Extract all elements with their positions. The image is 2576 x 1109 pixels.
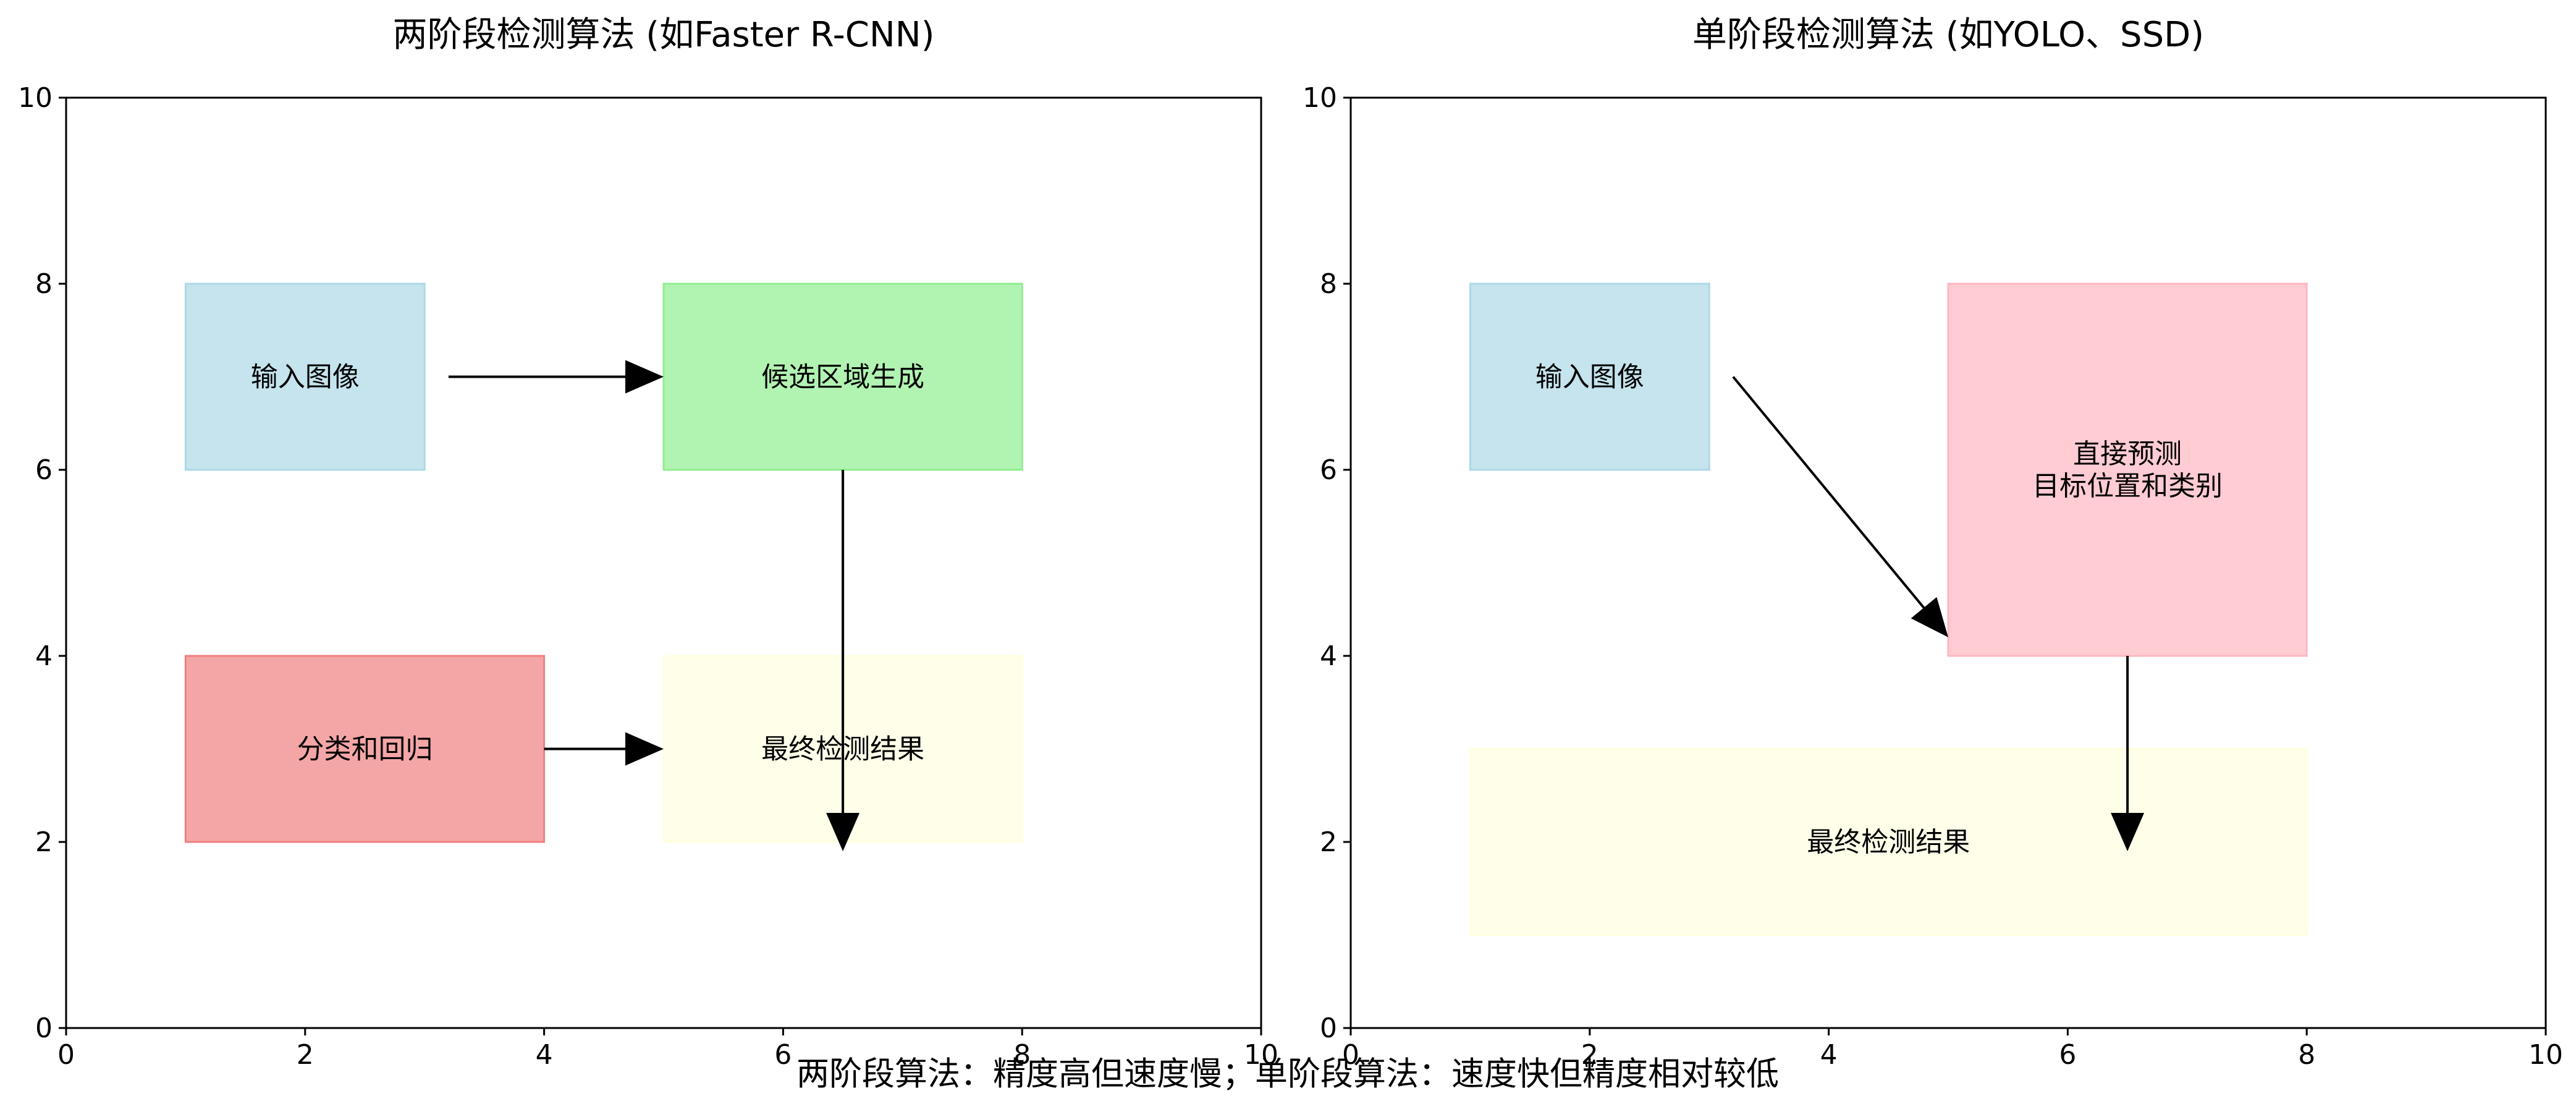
panel-1-box-1-label: 输入图像 xyxy=(251,362,360,393)
panel-2-y-tick-label: 0 xyxy=(1320,1013,1337,1044)
panel-2-box-3-label: 最终检测结果 xyxy=(1807,826,1970,858)
panel-1-axes-frame xyxy=(65,96,1262,1029)
panel-2-y-tick-label: 10 xyxy=(1303,82,1337,114)
panel-2-x-tick-label: 6 xyxy=(2059,1039,2076,1071)
panel-2-y-tick-label: 6 xyxy=(1320,454,1337,486)
panel-2-box-2-label: 直接预测 xyxy=(2073,438,2182,470)
panel-1-title: 两阶段检测算法 (如Faster R-CNN) xyxy=(392,15,934,55)
panel-2-box-3 xyxy=(1469,748,2308,936)
panel-1-y-tick-label: 8 xyxy=(35,268,53,300)
panel-1-box-3-label: 分类和回归 xyxy=(297,734,433,765)
panel-2-x-tick-label: 0 xyxy=(1342,1039,1359,1071)
panel-1-y-tick-label: 2 xyxy=(35,826,53,858)
axes-layer xyxy=(59,96,2547,1035)
panel-2-title: 单阶段检测算法 (如YOLO、SSD) xyxy=(1692,15,2204,55)
panel-2-arrow-1-head xyxy=(1911,597,1948,637)
panel-1-box-3 xyxy=(184,655,546,843)
panel-2-x-tick-label: 2 xyxy=(1581,1039,1598,1071)
panel-2-box-1 xyxy=(1469,283,1710,471)
panel-2-y-tick-label: 8 xyxy=(1320,268,1337,300)
panel-1-y-tick-label: 4 xyxy=(35,640,53,672)
panel-2-box-1-label: 输入图像 xyxy=(1535,362,1644,393)
panel-1-arrow-3-head xyxy=(625,732,664,766)
panel-2-box-2 xyxy=(1947,283,2308,657)
panel-2-x-tick-label: 8 xyxy=(2298,1039,2315,1071)
panel-2-arrow-2-head xyxy=(2111,813,2145,852)
panel-1-x-tick-label: 0 xyxy=(57,1039,75,1071)
panel-1-box-4-label: 最终检测结果 xyxy=(761,734,924,765)
panel-2-x-tick-label: 10 xyxy=(2528,1039,2563,1071)
panel-2-box-2-label: 目标位置和类别 xyxy=(2032,470,2223,502)
panel-1-x-tick-label: 8 xyxy=(1013,1039,1031,1071)
panel-2-axes-frame xyxy=(1349,96,2547,1029)
panel-1-y-tick-label: 6 xyxy=(35,454,53,486)
panel-1-box-2-label: 候选区域生成 xyxy=(761,362,924,393)
panel-1-x-tick-label: 10 xyxy=(1244,1039,1278,1071)
panel-1-y-tick-label: 10 xyxy=(18,82,53,114)
boxes-layer xyxy=(184,283,2308,936)
panel-2-y-tick-label: 2 xyxy=(1320,826,1337,858)
panel-1-box-2 xyxy=(662,283,1023,471)
figure-caption: 两阶段算法：精度高但速度慢；单阶段算法：速度快但精度相对较低 xyxy=(796,1055,1779,1093)
panel-1-arrow-2-head xyxy=(826,813,860,852)
panel-1-box-1 xyxy=(184,283,426,471)
arrows-layer xyxy=(448,360,2145,852)
panel-2-x-tick-label: 4 xyxy=(1820,1039,1838,1071)
panel-1-arrow-1-head xyxy=(625,360,664,394)
panel-2-y-tick-label: 4 xyxy=(1320,640,1337,672)
panel-1-x-tick-label: 2 xyxy=(297,1039,314,1071)
panel-1-x-tick-label: 4 xyxy=(536,1039,553,1071)
panel-1-y-tick-label: 0 xyxy=(35,1013,53,1044)
panel-2-arrow-1-shaft xyxy=(1732,376,1925,609)
panel-1-x-tick-label: 6 xyxy=(774,1039,792,1071)
